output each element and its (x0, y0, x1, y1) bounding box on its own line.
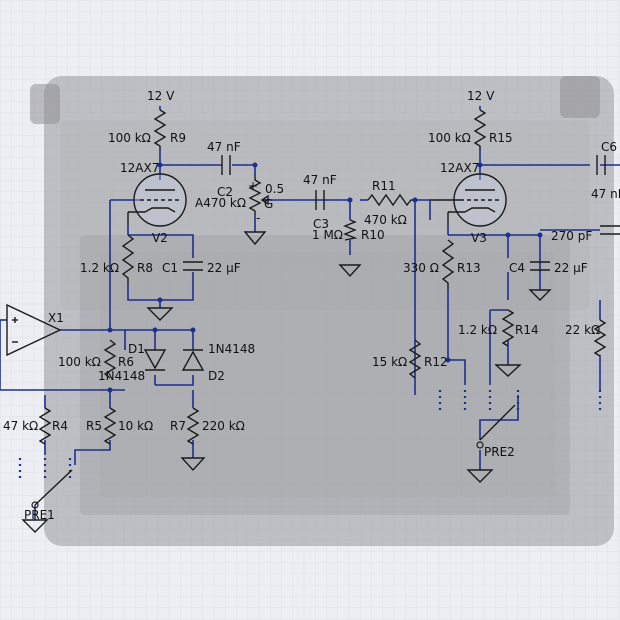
r-edge-value: 22 kΩ (565, 323, 600, 337)
resistor-r10[interactable] (343, 219, 358, 241)
pot-g: G (264, 197, 273, 211)
resistor-r5[interactable] (103, 407, 117, 445)
resistor-r13[interactable] (441, 239, 455, 290)
r9-name: R9 (170, 131, 186, 145)
r5-name: R5 (86, 419, 102, 433)
resistor-r11[interactable] (367, 193, 415, 207)
v2-name: V2 (152, 231, 168, 245)
v2-type: 12AX7 (120, 161, 159, 175)
junction-nodes (107, 162, 543, 393)
r5-value: 10 kΩ (118, 419, 153, 433)
v3-type: 12AX7 (440, 161, 479, 175)
r11-value: 470 kΩ (364, 213, 407, 227)
resistor-r12[interactable] (408, 339, 422, 379)
diode-d2[interactable] (181, 349, 205, 371)
r14-value: 1.2 kΩ (458, 323, 497, 337)
c6-value: 47 nF (591, 187, 620, 201)
r4-name: R4 (52, 419, 68, 433)
r10-value: 1 MΩ (312, 228, 343, 242)
r8-value: 1.2 kΩ (80, 261, 119, 275)
r10-name: R10 (361, 228, 385, 242)
capacitor-c1[interactable] (183, 261, 203, 271)
r15-value: 100 kΩ (428, 131, 471, 145)
r6-value: 100 kΩ (58, 355, 101, 369)
c6-name: C6 (601, 140, 617, 154)
resistor-r7[interactable] (186, 407, 200, 445)
r4-value: 47 kΩ (3, 419, 38, 433)
tube-v3[interactable] (430, 173, 507, 227)
c2-value: 47 nF (207, 140, 241, 154)
r13-name: R13 (457, 261, 481, 275)
r14-name: R14 (515, 323, 539, 337)
amplifier-photo (30, 76, 614, 546)
d2-name: D2 (208, 369, 225, 383)
potentiometer[interactable] (248, 175, 269, 215)
capacitor-c3[interactable] (315, 190, 325, 210)
capacitor-c2[interactable] (221, 155, 231, 175)
supply-v3-label: 12 V (467, 89, 495, 103)
r11-name: R11 (372, 179, 396, 193)
resistor-r14[interactable] (501, 309, 515, 347)
capacitor-c6[interactable] (596, 155, 606, 175)
opamp-name: X1 (48, 311, 64, 325)
pre1-label: PRE1 (24, 508, 55, 522)
switch-pre2[interactable] (438, 390, 602, 449)
opamp-x1[interactable] (6, 303, 62, 357)
supply-v2-label: 12 V (147, 89, 175, 103)
tube-v2[interactable] (127, 173, 187, 227)
r12-value: 15 kΩ (372, 355, 407, 369)
r13-value: 330 Ω (403, 261, 439, 275)
resistor-r9[interactable] (153, 109, 167, 150)
v3-name: V3 (471, 231, 487, 245)
resistor-r4[interactable] (38, 407, 52, 445)
diode-d1[interactable] (143, 349, 167, 371)
d2-part: 1N4148 (208, 342, 255, 356)
r15-name: R15 (489, 131, 513, 145)
pot-minus: - (256, 211, 260, 225)
r6-name: R6 (118, 355, 134, 369)
pot-wiper: 0.5 (265, 182, 284, 196)
d1-part: 1N4148 (98, 369, 145, 383)
c4-value: 22 µF (554, 261, 588, 275)
c1-name: C1 (162, 261, 178, 275)
r12-name: R12 (424, 355, 448, 369)
resistor-r8[interactable] (121, 234, 135, 285)
resistor-r6[interactable] (103, 339, 117, 379)
capacitor-c4[interactable] (530, 261, 550, 271)
r7-value: 220 kΩ (202, 419, 245, 433)
pre2-label: PRE2 (484, 445, 515, 459)
c5-value: 270 pF (551, 229, 592, 243)
resistor-r15[interactable] (473, 109, 487, 150)
switch-pre1[interactable] (18, 458, 73, 509)
pot-name: A470 kΩ (195, 196, 246, 210)
c2-name: C2 (217, 185, 233, 199)
r8-name: R8 (137, 261, 153, 275)
c1-value: 22 µF (207, 261, 241, 275)
capacitor-c5[interactable] (600, 225, 620, 235)
ground-symbols (21, 231, 552, 533)
d1-name: D1 (128, 342, 145, 356)
c3-value: 47 nF (303, 173, 337, 187)
resistor-r-edge[interactable] (593, 319, 607, 357)
c3-name: C3 (313, 217, 329, 231)
r7-name: R7 (170, 419, 186, 433)
pot-plus: + (248, 179, 258, 193)
r9-value: 100 kΩ (108, 131, 151, 145)
c4-name: C4 (509, 261, 525, 275)
